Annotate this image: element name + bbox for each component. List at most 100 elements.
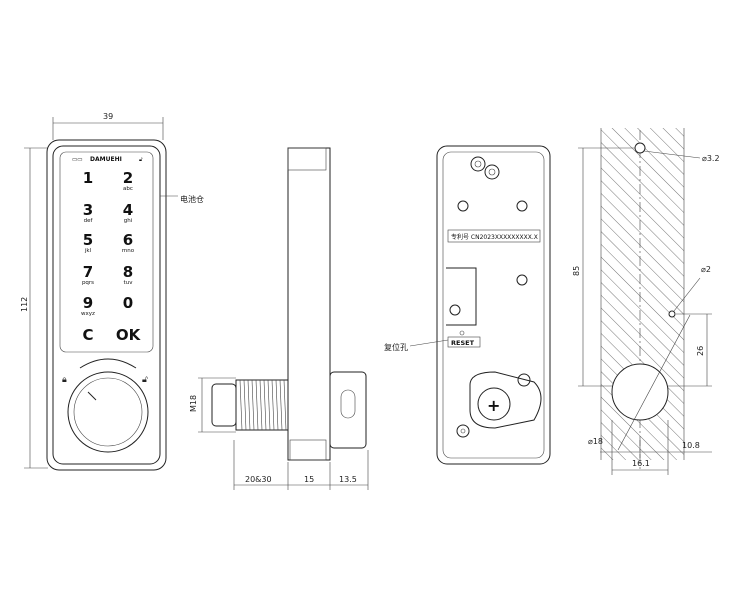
- reset-hole: [459, 330, 465, 336]
- big-hole-leader: [617, 314, 691, 451]
- thread-dim-label: M18: [189, 395, 198, 412]
- battery-icon: ▭▭: [72, 157, 82, 163]
- thread-line: [239, 379, 243, 431]
- pin-hole: [668, 310, 676, 318]
- thread-line: [275, 379, 279, 431]
- cutout-view: ⌀3.2 ⌀2 ⌀18 85 26 10.8 16.1: [572, 128, 720, 475]
- dim-16-1-label: 16.1: [632, 459, 650, 468]
- reset-leader-line: [409, 339, 449, 347]
- thread-line: [251, 379, 255, 431]
- back-hole-4: [449, 304, 461, 316]
- thread-line: [271, 379, 275, 431]
- knob-indicator: [87, 391, 97, 401]
- battery-compartment-label: 电池仓: [180, 194, 204, 204]
- key-main-label: 8: [123, 263, 133, 281]
- key-main-label: 3: [83, 201, 93, 219]
- key-main-label: OK: [116, 326, 142, 344]
- unlock-icon: 🔓︎: [139, 157, 143, 163]
- screw-top-right: [484, 164, 500, 180]
- thread-line: [259, 379, 263, 431]
- back-inner-frame: [442, 151, 545, 459]
- back-hole-1: [457, 200, 469, 212]
- key-sub-label: jkl: [84, 248, 92, 254]
- side-view: M18 20&30 15 13.5: [189, 147, 369, 490]
- side-body: [287, 147, 331, 461]
- back-hole-6: [456, 424, 470, 438]
- small-hole-label: ⌀3.2: [702, 154, 720, 163]
- patent-label-box: [447, 229, 541, 243]
- brand-label: DAMUEHI: [90, 156, 122, 163]
- cam-slot: [340, 389, 356, 419]
- key-sub-label: ghi: [124, 218, 133, 224]
- key-main-label: 0: [123, 294, 133, 312]
- pin-hole-leader: [673, 277, 701, 312]
- height-dim-label: 112: [20, 297, 29, 312]
- front-height-dimension: 112: [20, 147, 48, 469]
- side-dim-2: 15: [304, 475, 314, 484]
- cam-plate: [469, 371, 542, 429]
- keypad-key-ok[interactable]: OK: [116, 326, 142, 344]
- thread-line: [263, 379, 267, 431]
- cam-screw: [477, 387, 511, 421]
- side-dim-1: 20&30: [245, 475, 272, 484]
- patent-label: 专利号 CN2023XXXXXXXXX.X: [451, 233, 538, 241]
- dim-10-8-label: 10.8: [682, 441, 700, 450]
- thread-line: [243, 379, 247, 431]
- key-main-label: 4: [123, 201, 133, 219]
- key-sub-label: pqrs: [82, 280, 94, 286]
- front-outer-body: [46, 139, 167, 471]
- rotary-knob: [67, 371, 149, 453]
- small-hole: [634, 142, 646, 154]
- key-main-label: 5: [83, 231, 93, 249]
- key-main-label: 2: [123, 169, 133, 187]
- back-hole-5: [517, 373, 531, 387]
- lock-icon-right: 🔓︎: [142, 375, 148, 385]
- key-sub-label: abc: [123, 186, 133, 192]
- front-width-dimension: 39: [52, 112, 164, 140]
- cylinder-head: [211, 383, 237, 427]
- main-cylinder-hole: [611, 363, 669, 421]
- battery-cover-outline: [446, 267, 477, 326]
- phillips-cross-icon: +: [487, 396, 500, 415]
- keypad-key-c[interactable]: C: [82, 326, 93, 344]
- thread-line: [283, 379, 287, 431]
- key-main-label: C: [82, 326, 93, 344]
- thread-lines: [239, 379, 287, 431]
- key-main-label: 6: [123, 231, 133, 249]
- rotary-knob-inner: [73, 377, 143, 447]
- front-inner-frame: [52, 145, 161, 465]
- side-top-cap: [287, 147, 327, 171]
- keypad-key-0[interactable]: 0: [123, 294, 133, 312]
- key-main-label: 1: [83, 169, 93, 187]
- keypad-key-1[interactable]: 1: [83, 169, 93, 187]
- back-view: 专利号 CN2023XXXXXXXXX.X RESET 复位孔 +: [384, 145, 551, 465]
- cam-bracket: [329, 371, 367, 449]
- big-hole-label: ⌀18: [588, 437, 603, 446]
- pin-hole-label: ⌀2: [701, 265, 711, 274]
- thread-line: [267, 379, 271, 431]
- key-sub-label: tuv: [124, 280, 134, 286]
- side-dim-3: 13.5: [339, 475, 357, 484]
- dim-85-label: 85: [572, 266, 581, 276]
- key-main-label: 9: [83, 294, 93, 312]
- screw-top-left: [470, 156, 486, 172]
- back-hole-3: [516, 274, 528, 286]
- thread-line: [247, 379, 251, 431]
- key-sub-label: wxyz: [81, 311, 95, 317]
- back-hole-2: [516, 200, 528, 212]
- thread-line: [279, 379, 283, 431]
- thread-line: [255, 379, 259, 431]
- dim-26-label: 26: [696, 346, 705, 356]
- back-outer-body: [436, 145, 551, 465]
